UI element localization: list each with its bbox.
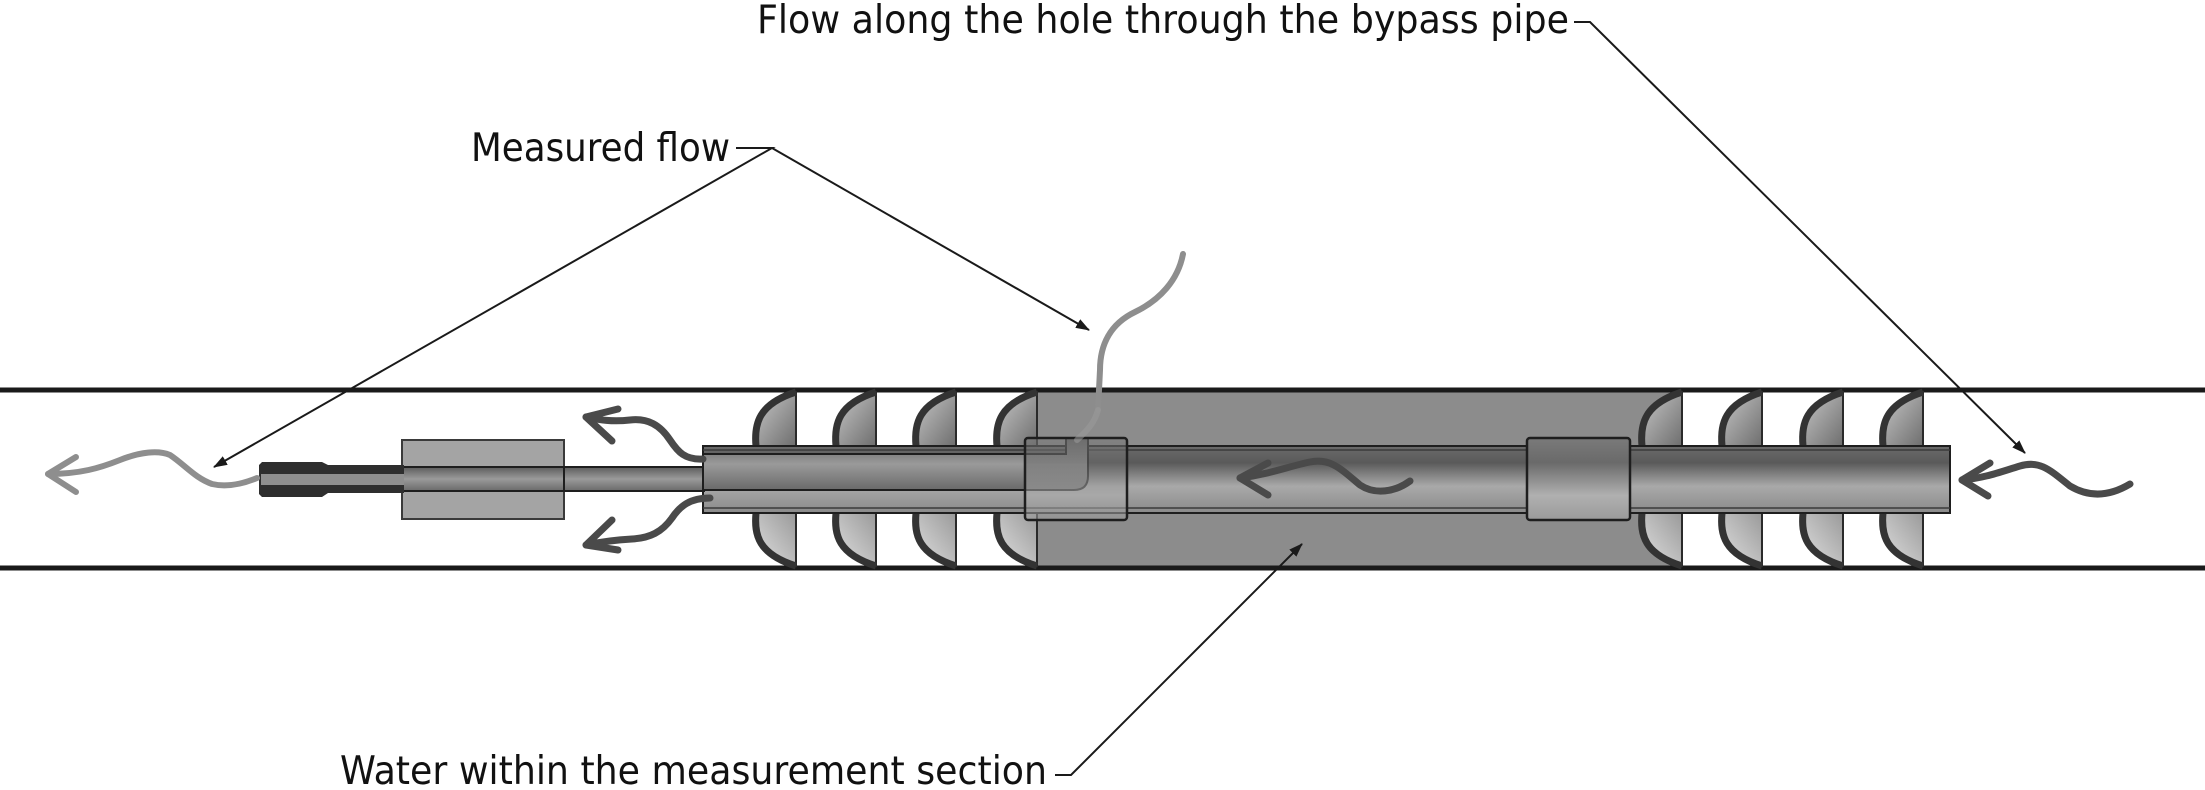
leader-bypass-flow — [1574, 21, 2026, 454]
flow-arrow-outflow-upper — [582, 405, 707, 463]
flow-arrow-measured-inflow — [1074, 251, 1186, 443]
baffle-right-2 — [1718, 388, 1764, 570]
leader-measured-flow — [213, 147, 1090, 468]
flow-arrow-measured-outflow — [45, 449, 260, 495]
leader-measurement-section — [1055, 543, 1303, 776]
baffle-group-left — [752, 388, 1039, 570]
sensor-housing — [401, 439, 565, 520]
label-measured-flow: Measured flow — [471, 126, 730, 171]
label-bypass-flow: Flow along the hole through the bypass p… — [757, 0, 1569, 43]
baffle-left-3 — [912, 388, 958, 570]
baffle-right-1 — [1638, 388, 1684, 570]
baffle-left-1 — [752, 388, 798, 570]
label-measurement-section-water: Water within the measurement section — [340, 749, 1047, 790]
flow-arrow-outflow-lower — [582, 494, 714, 554]
collar-left — [1023, 436, 1129, 522]
flow-arrow-measurement-section — [1236, 457, 1414, 499]
collar-right — [1525, 436, 1632, 522]
flow-arrow-inflow-right — [1958, 459, 2134, 500]
outlet-nozzle — [259, 462, 404, 497]
baffle-right-4 — [1879, 388, 1925, 570]
